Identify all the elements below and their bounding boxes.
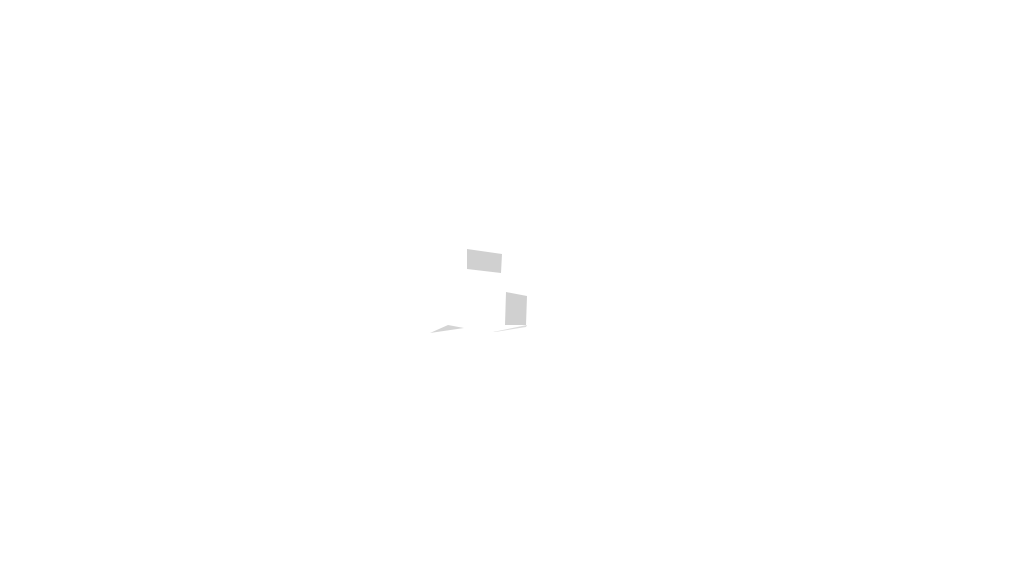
floor-triangle-shape — [430, 325, 464, 333]
vertical-panel-shape — [505, 292, 527, 325]
floor-sliver-shape — [493, 325, 527, 332]
floating-panel-shape — [467, 249, 502, 273]
